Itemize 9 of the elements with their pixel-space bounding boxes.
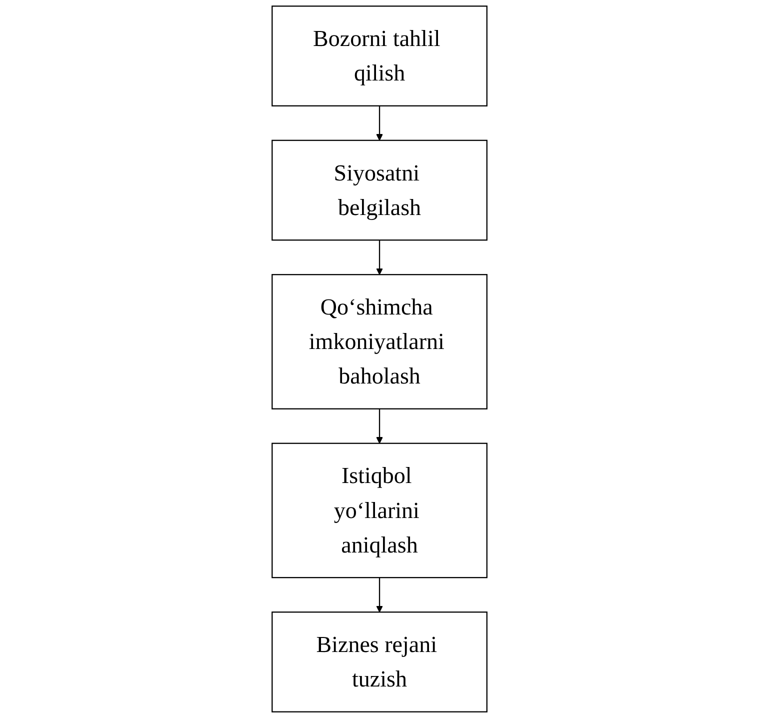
node-box: Qo‘shimcha imkoniyatlarni baholash [272, 274, 488, 410]
node-box: Bozorni tahlil qilish [272, 6, 488, 106]
node-box: Istiqbol yo‘llarini aniqlash [272, 442, 488, 578]
arrow [376, 408, 384, 444]
arrow [376, 106, 384, 141]
arrow [376, 578, 384, 612]
arrow [376, 240, 384, 275]
node-box: Siyosatni belgilash [272, 140, 488, 241]
node-box: Biznes rejani tuzish [272, 612, 488, 712]
